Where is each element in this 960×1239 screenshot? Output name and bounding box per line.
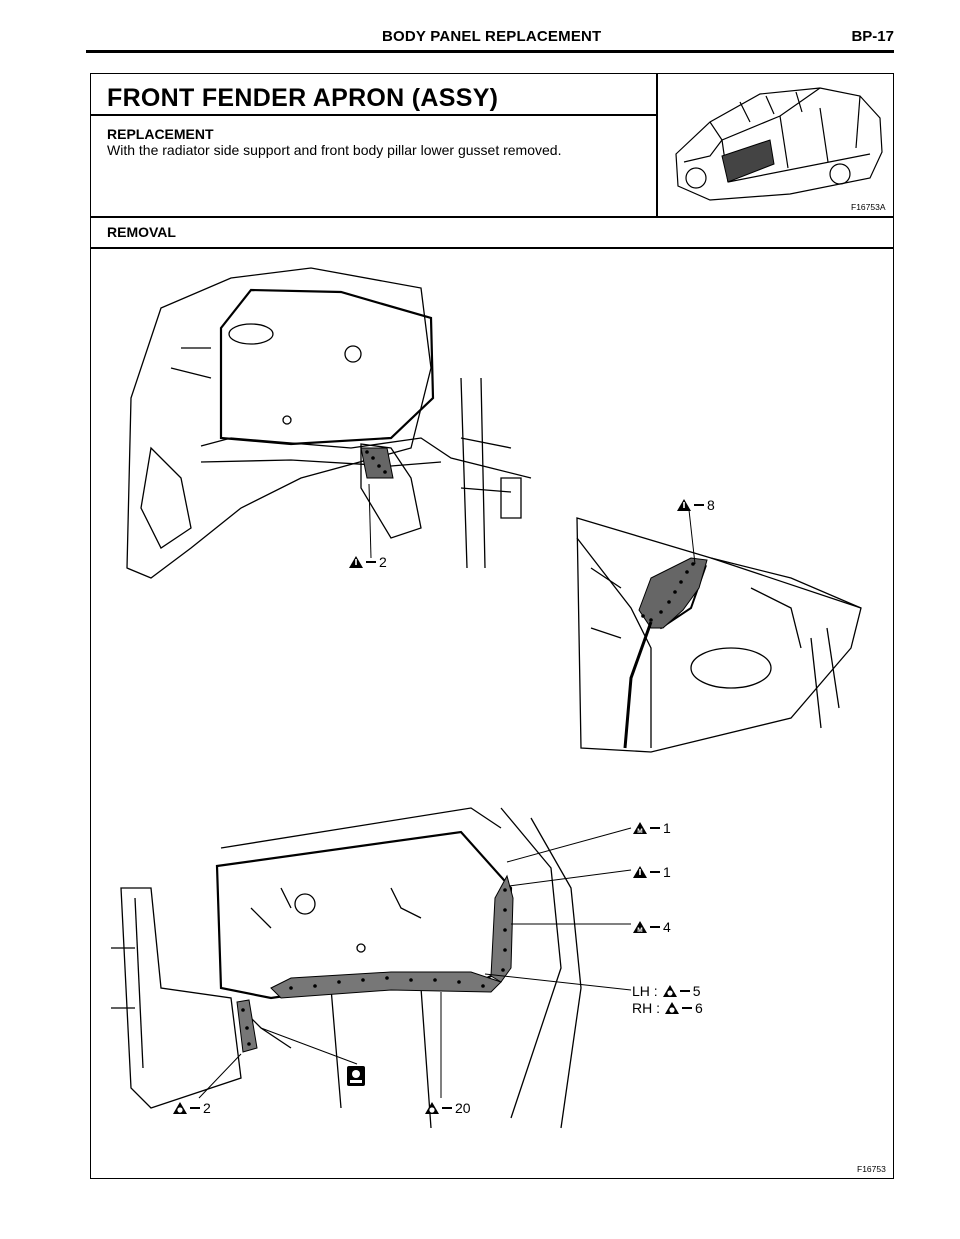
callout-count: 4 <box>663 919 671 935</box>
callout-drill-2: 2 <box>172 1100 211 1116</box>
callout-count: 2 <box>379 554 387 570</box>
callout-dash <box>650 871 660 873</box>
spot-weld-icon <box>677 499 691 511</box>
replacement-heading: REPLACEMENT <box>107 126 214 142</box>
callout-spot-weld-1: 1 <box>632 864 671 880</box>
spot-weld-icon <box>349 556 363 568</box>
callout-dash <box>650 926 660 928</box>
callout-dash <box>650 827 660 829</box>
vehicle-locator-illustration <box>675 87 883 201</box>
callout-count: 5 <box>692 983 701 999</box>
callout-count: 6 <box>695 1000 703 1016</box>
drill-icon <box>173 1102 187 1114</box>
main-figure-code: F16753 <box>857 1164 886 1174</box>
mig-weld-icon: M <box>633 822 647 835</box>
callout-dash <box>190 1107 200 1109</box>
side-label: LH : <box>632 983 658 999</box>
removal-diagram <box>111 267 862 1129</box>
replacement-note: With the radiator side support and front… <box>107 142 562 158</box>
thumbnail-figure-code: F16753A <box>851 202 886 212</box>
callout-rh-drill-6: RH : 6 <box>632 1000 703 1016</box>
removal-heading: REMOVAL <box>107 224 176 240</box>
callout-count: 1 <box>663 820 671 836</box>
callout-dash <box>366 561 376 563</box>
mig-weld-icon: M <box>633 921 647 934</box>
callout-count: 2 <box>203 1100 211 1116</box>
running-header: BODY PANEL REPLACEMENT BP-17 <box>0 28 960 50</box>
header-title: BODY PANEL REPLACEMENT <box>382 28 602 45</box>
callout-dash <box>442 1107 452 1109</box>
callout-dash <box>679 990 690 992</box>
svg-text:M: M <box>637 927 642 934</box>
header-rule <box>86 50 894 53</box>
sealer-icon <box>347 1066 365 1086</box>
page-number: BP-17 <box>851 28 894 45</box>
callout-dash <box>682 1007 692 1009</box>
callout-spot-weld-2: 2 <box>348 554 387 570</box>
callout-dash <box>694 504 704 506</box>
callout-count: 8 <box>707 497 715 513</box>
divider <box>656 74 658 216</box>
svg-text:M: M <box>637 828 642 835</box>
callout-mig-weld-1: M 1 <box>632 820 671 836</box>
upper-left-view <box>126 267 532 579</box>
callout-count: 20 <box>455 1100 471 1116</box>
spot-weld-icon <box>633 866 647 878</box>
upper-right-view <box>576 517 862 753</box>
section-title: FRONT FENDER APRON (ASSY) <box>107 84 499 112</box>
drill-icon <box>425 1102 439 1114</box>
drill-icon <box>665 1002 679 1014</box>
callout-mig-weld-4: M 4 <box>632 919 671 935</box>
drill-icon <box>662 985 677 997</box>
side-label: RH : <box>632 1000 660 1016</box>
callout-lh-drill-5: LH : 5 <box>632 983 700 999</box>
callout-count: 1 <box>663 864 671 880</box>
content-frame: FRONT FENDER APRON (ASSY) REPLACEMENT Wi… <box>90 73 894 1179</box>
divider <box>91 216 893 218</box>
divider <box>91 247 893 249</box>
callout-spot-weld-8: 8 <box>676 497 715 513</box>
callout-drill-20: 20 <box>424 1100 471 1116</box>
divider <box>91 114 656 116</box>
